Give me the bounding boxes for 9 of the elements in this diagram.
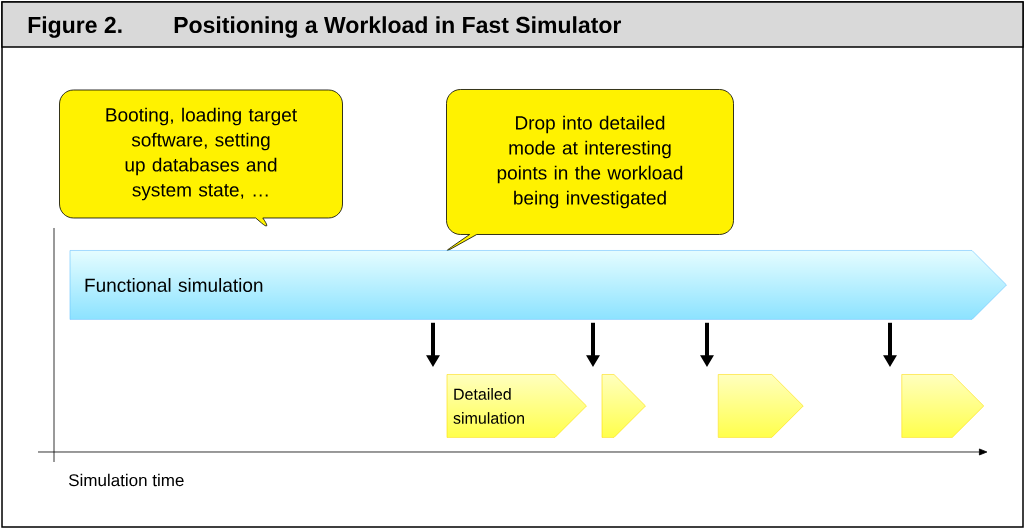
figure-title: Positioning a Workload in Fast Simulator	[174, 16, 621, 38]
speech-bubble: Booting, loading target software, setting up databases and system state, …	[59, 89, 343, 227]
chevron-shape	[717, 374, 804, 438]
functional-bar: Functional simulation	[69, 250, 1007, 320]
chevron-shape	[901, 374, 985, 438]
speech-bubble: Drop into detailed mode at interesting points in the workload being investigated	[446, 89, 734, 252]
figure-number: Figure 2.	[28, 16, 122, 38]
axis-label: Simulation time	[69, 473, 184, 487]
chevron-shape	[601, 374, 646, 438]
